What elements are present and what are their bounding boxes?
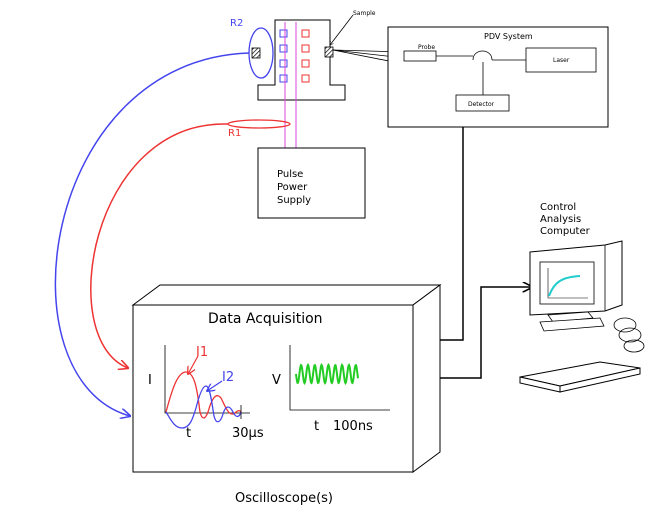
i1-pointer xyxy=(188,355,199,374)
i2-label: I2 xyxy=(222,370,234,385)
r2-label: R2 xyxy=(230,18,243,29)
laser-label: Laser xyxy=(553,57,570,64)
i1-waveform xyxy=(165,371,242,419)
computer-label-line-3: Computer xyxy=(540,226,591,237)
computer-label-line-2: Analysis xyxy=(540,214,581,225)
oscilloscope-caption: Oscilloscope(s) xyxy=(235,491,333,506)
probe-box xyxy=(403,50,437,62)
pdv-system-label: PDV System xyxy=(484,32,533,41)
current-plot-axes xyxy=(164,345,250,414)
power-supply-line-3: Supply xyxy=(277,195,311,206)
current-plot-y-label: I xyxy=(148,373,152,388)
target-assembly xyxy=(251,19,346,101)
i2-waveform xyxy=(165,385,242,429)
monitor-screen xyxy=(539,261,595,305)
daq-to-computer-arrow xyxy=(428,287,532,379)
current-plot-x-label: t xyxy=(186,426,191,441)
sample-pointer xyxy=(330,14,354,45)
laser-box xyxy=(525,47,597,73)
pdv-system: PDV System Probe Laser Detector xyxy=(387,26,609,128)
voltage-plot-axes xyxy=(289,345,390,411)
detector-box xyxy=(455,94,510,112)
i1-label: I1 xyxy=(196,345,208,360)
circulator xyxy=(472,50,493,61)
voltage-plot: V t 100ns xyxy=(272,345,390,434)
data-acquisition-title: Data Acquisition xyxy=(208,311,323,327)
current-plot-time-scale: 30µs xyxy=(232,426,264,441)
r1-rogowski-coil xyxy=(227,119,291,129)
voltage-plot-time-scale: 100ns xyxy=(333,419,373,434)
pulse-power-supply: Pulse Power Supply xyxy=(257,147,366,219)
control-analysis-computer: Control Analysis Computer xyxy=(519,202,645,393)
r1-signal-arrow xyxy=(90,123,229,368)
current-plot: I t 30µs I1 I2 xyxy=(148,345,264,441)
probe-label: Probe xyxy=(418,44,435,51)
voltage-waveform xyxy=(295,362,359,386)
detector-label: Detector xyxy=(468,101,495,108)
voltage-plot-x-label: t xyxy=(314,419,319,434)
data-acquisition-box: Data Acquisition xyxy=(131,284,442,473)
screen-curve xyxy=(548,275,581,297)
power-supply-line-1: Pulse xyxy=(277,169,303,180)
r2-signal-arrow xyxy=(54,52,250,416)
sample-label: Sample xyxy=(353,10,376,17)
power-supply-line-2: Power xyxy=(277,182,308,193)
i2-pointer xyxy=(207,380,223,391)
voltage-plot-y-label: V xyxy=(272,373,281,388)
computer-label-line-1: Control xyxy=(540,202,576,213)
r1-label: R1 xyxy=(228,128,241,139)
